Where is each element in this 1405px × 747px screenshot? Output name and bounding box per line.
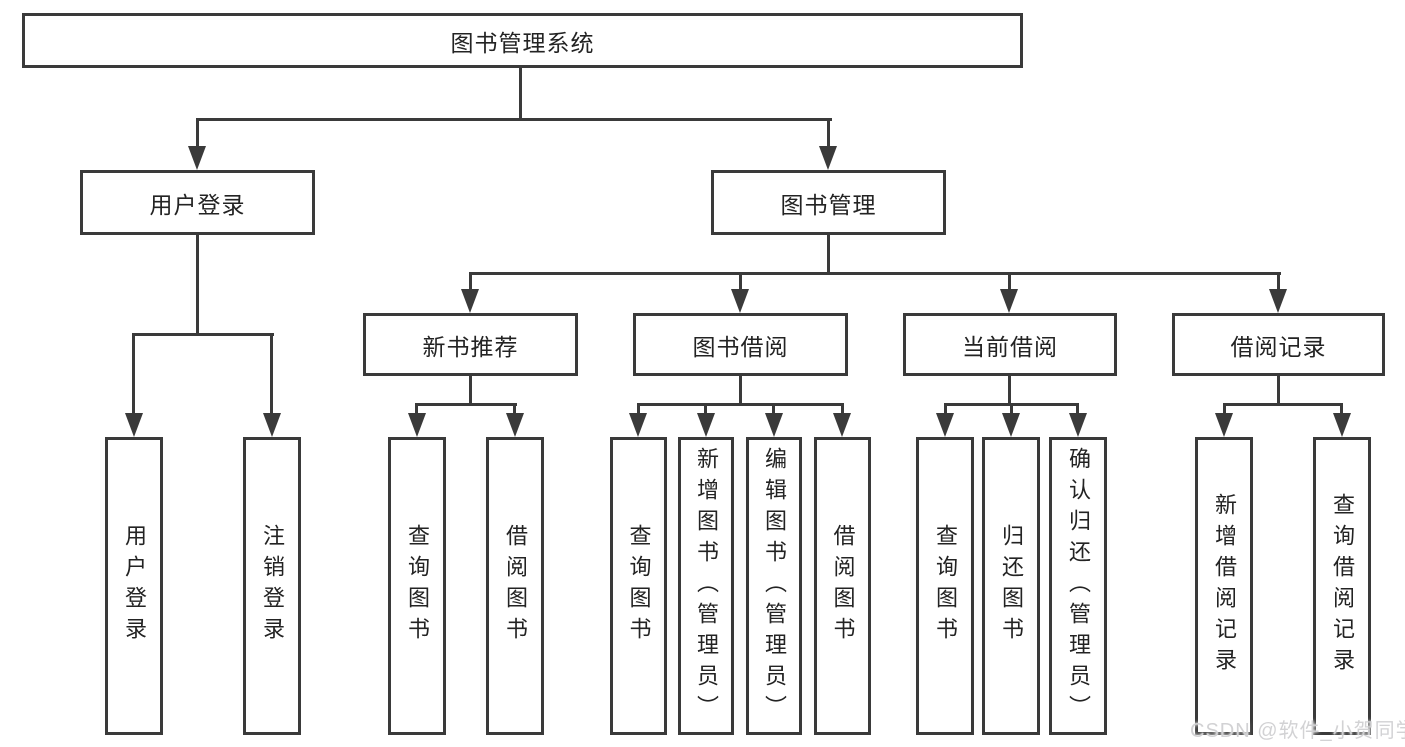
arrow-down-icon: [263, 413, 281, 437]
node-label: 确认归还（管理员）: [1066, 446, 1091, 726]
connector-current-borrow-stem: [1008, 374, 1011, 406]
connector-user-login-stem: [196, 233, 199, 336]
arrow-down-icon: [1333, 413, 1351, 437]
node-label: 新增图书（管理员）: [694, 446, 719, 726]
arrow-down-icon: [697, 413, 715, 437]
node-label: 归还图书: [999, 524, 1024, 648]
node-book-borrow: 图书借阅: [633, 313, 848, 376]
leaf-borrow-books-recommend: 借阅图书: [486, 437, 544, 735]
arrow-down-icon: [629, 413, 647, 437]
leaf-query-books-current: 查询图书: [916, 437, 974, 735]
connector-book-management-stem: [827, 233, 830, 275]
arrow-down-icon: [408, 413, 426, 437]
arrow-down-icon: [188, 146, 206, 170]
node-label: 借阅图书: [503, 524, 528, 648]
arrow-down-icon: [1269, 289, 1287, 313]
connector-book-borrow-split: [637, 403, 844, 406]
connector-root-stem: [519, 66, 522, 121]
arrow-down-icon: [1215, 413, 1233, 437]
node-label: 编辑图书（管理员）: [762, 446, 787, 726]
connector-new-book-recommend-stem: [469, 374, 472, 406]
arrow-down-icon: [506, 413, 524, 437]
connector-new-book-recommend-split: [415, 403, 517, 406]
leaf-borrow-books: 借阅图书: [814, 437, 871, 735]
connector-book-borrow-stem: [739, 374, 742, 406]
node-new-book-recommend: 新书推荐: [363, 313, 578, 376]
arrow-down-icon: [833, 413, 851, 437]
leaf-add-books-admin: 新增图书（管理员）: [678, 437, 734, 735]
connector-to-leaf-user-login: [132, 333, 135, 417]
node-label: 查询借阅记录: [1330, 493, 1355, 679]
node-label: 借阅记录: [1230, 333, 1327, 360]
leaf-user-login: 用户登录: [105, 437, 163, 735]
node-label: 注销登录: [260, 524, 285, 648]
leaf-query-books-borrow: 查询图书: [610, 437, 667, 735]
leaf-add-borrow-record: 新增借阅记录: [1195, 437, 1253, 735]
arrow-down-icon: [1000, 289, 1018, 313]
node-label: 图书管理: [780, 191, 877, 218]
arrow-down-icon: [461, 289, 479, 313]
node-label: 新增借阅记录: [1212, 493, 1237, 679]
node-book-management: 图书管理: [711, 170, 946, 235]
arrow-down-icon: [936, 413, 954, 437]
connector-to-new-book-recommend: [469, 272, 472, 292]
leaf-query-borrow-record: 查询借阅记录: [1313, 437, 1371, 735]
connector-to-book-borrow: [739, 272, 742, 292]
connector-root-to-book-management: [827, 118, 830, 150]
node-label: 借阅图书: [830, 524, 856, 648]
connector-user-login-split: [132, 333, 274, 336]
arrow-down-icon: [819, 146, 837, 170]
node-label: 用户登录: [122, 524, 147, 648]
connector-root-split: [196, 118, 832, 121]
node-label: 当前借阅: [962, 333, 1058, 360]
node-label: 查询图书: [626, 524, 652, 648]
leaf-logout: 注销登录: [243, 437, 301, 735]
connector-book-management-split: [469, 272, 1281, 275]
connector-to-current-borrow: [1008, 272, 1011, 292]
connector-to-leaf-logout: [270, 333, 273, 417]
node-label: 查询图书: [933, 524, 958, 648]
node-label: 新书推荐: [422, 333, 519, 360]
connector-borrow-records-split: [1223, 403, 1343, 406]
arrow-down-icon: [731, 289, 749, 313]
node-user-login-group: 用户登录: [80, 170, 315, 235]
node-label: 图书借阅: [692, 333, 789, 360]
node-label: 图书管理系统: [450, 29, 595, 56]
connector-root-to-user-login: [196, 118, 199, 150]
arrow-down-icon: [765, 413, 783, 437]
node-current-borrow: 当前借阅: [903, 313, 1117, 376]
node-library-management-system: 图书管理系统: [22, 13, 1023, 68]
arrow-down-icon: [1002, 413, 1020, 437]
leaf-confirm-return-admin: 确认归还（管理员）: [1049, 437, 1107, 735]
node-label: 用户登录: [149, 191, 246, 218]
connector-to-borrow-records: [1277, 272, 1280, 292]
leaf-return-books: 归还图书: [982, 437, 1040, 735]
connector-borrow-records-stem: [1277, 374, 1280, 406]
node-borrow-records: 借阅记录: [1172, 313, 1385, 376]
csdn-watermark: CSDN @软件_小贺同学: [1190, 720, 1405, 742]
arrow-down-icon: [125, 413, 143, 437]
leaf-edit-books-admin: 编辑图书（管理员）: [746, 437, 802, 735]
arrow-down-icon: [1069, 413, 1087, 437]
node-label: 查询图书: [405, 524, 430, 648]
leaf-query-books-recommend: 查询图书: [388, 437, 446, 735]
